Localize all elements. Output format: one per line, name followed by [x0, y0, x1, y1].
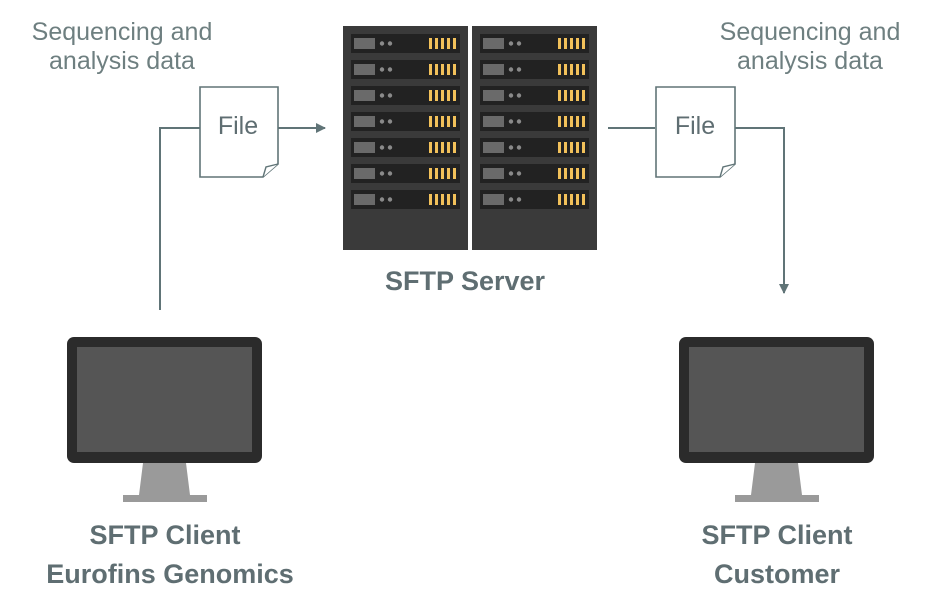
rack-unit	[351, 112, 460, 131]
server-label: SFTP Server	[384, 266, 546, 296]
rack-units-left	[351, 34, 460, 209]
client-left-title: SFTP Client	[89, 520, 241, 550]
rack-unit	[351, 86, 460, 105]
monitor-icon-right	[679, 337, 874, 502]
right-file-label: File	[675, 112, 715, 140]
rack-unit	[480, 86, 589, 105]
upload-connector	[159, 127, 200, 310]
right-file-document: File	[655, 86, 736, 178]
rack-unit	[480, 190, 589, 209]
client-right-org: Customer	[713, 559, 841, 589]
rack-unit	[351, 60, 460, 79]
rack-unit	[480, 34, 589, 53]
rack-unit	[480, 138, 589, 157]
server-rack-icon	[343, 26, 597, 250]
monitor-icon-left	[67, 337, 262, 502]
rack-unit	[480, 112, 589, 131]
rack-units-right	[480, 34, 589, 209]
rack-unit	[480, 60, 589, 79]
rack-unit	[351, 138, 460, 157]
left-file-label: File	[218, 112, 258, 140]
client-left-org: Eurofins Genomics	[46, 559, 294, 589]
right-data-note: Sequencing and analysis data	[719, 18, 901, 75]
client-right-title: SFTP Client	[701, 520, 853, 550]
rack-unit	[480, 164, 589, 183]
left-file-document: File	[199, 86, 279, 178]
rack-unit	[351, 164, 460, 183]
rack-unit	[351, 190, 460, 209]
download-arrow	[735, 127, 789, 294]
rack-unit	[351, 34, 460, 53]
left-data-note: Sequencing and analysis data	[31, 18, 213, 75]
